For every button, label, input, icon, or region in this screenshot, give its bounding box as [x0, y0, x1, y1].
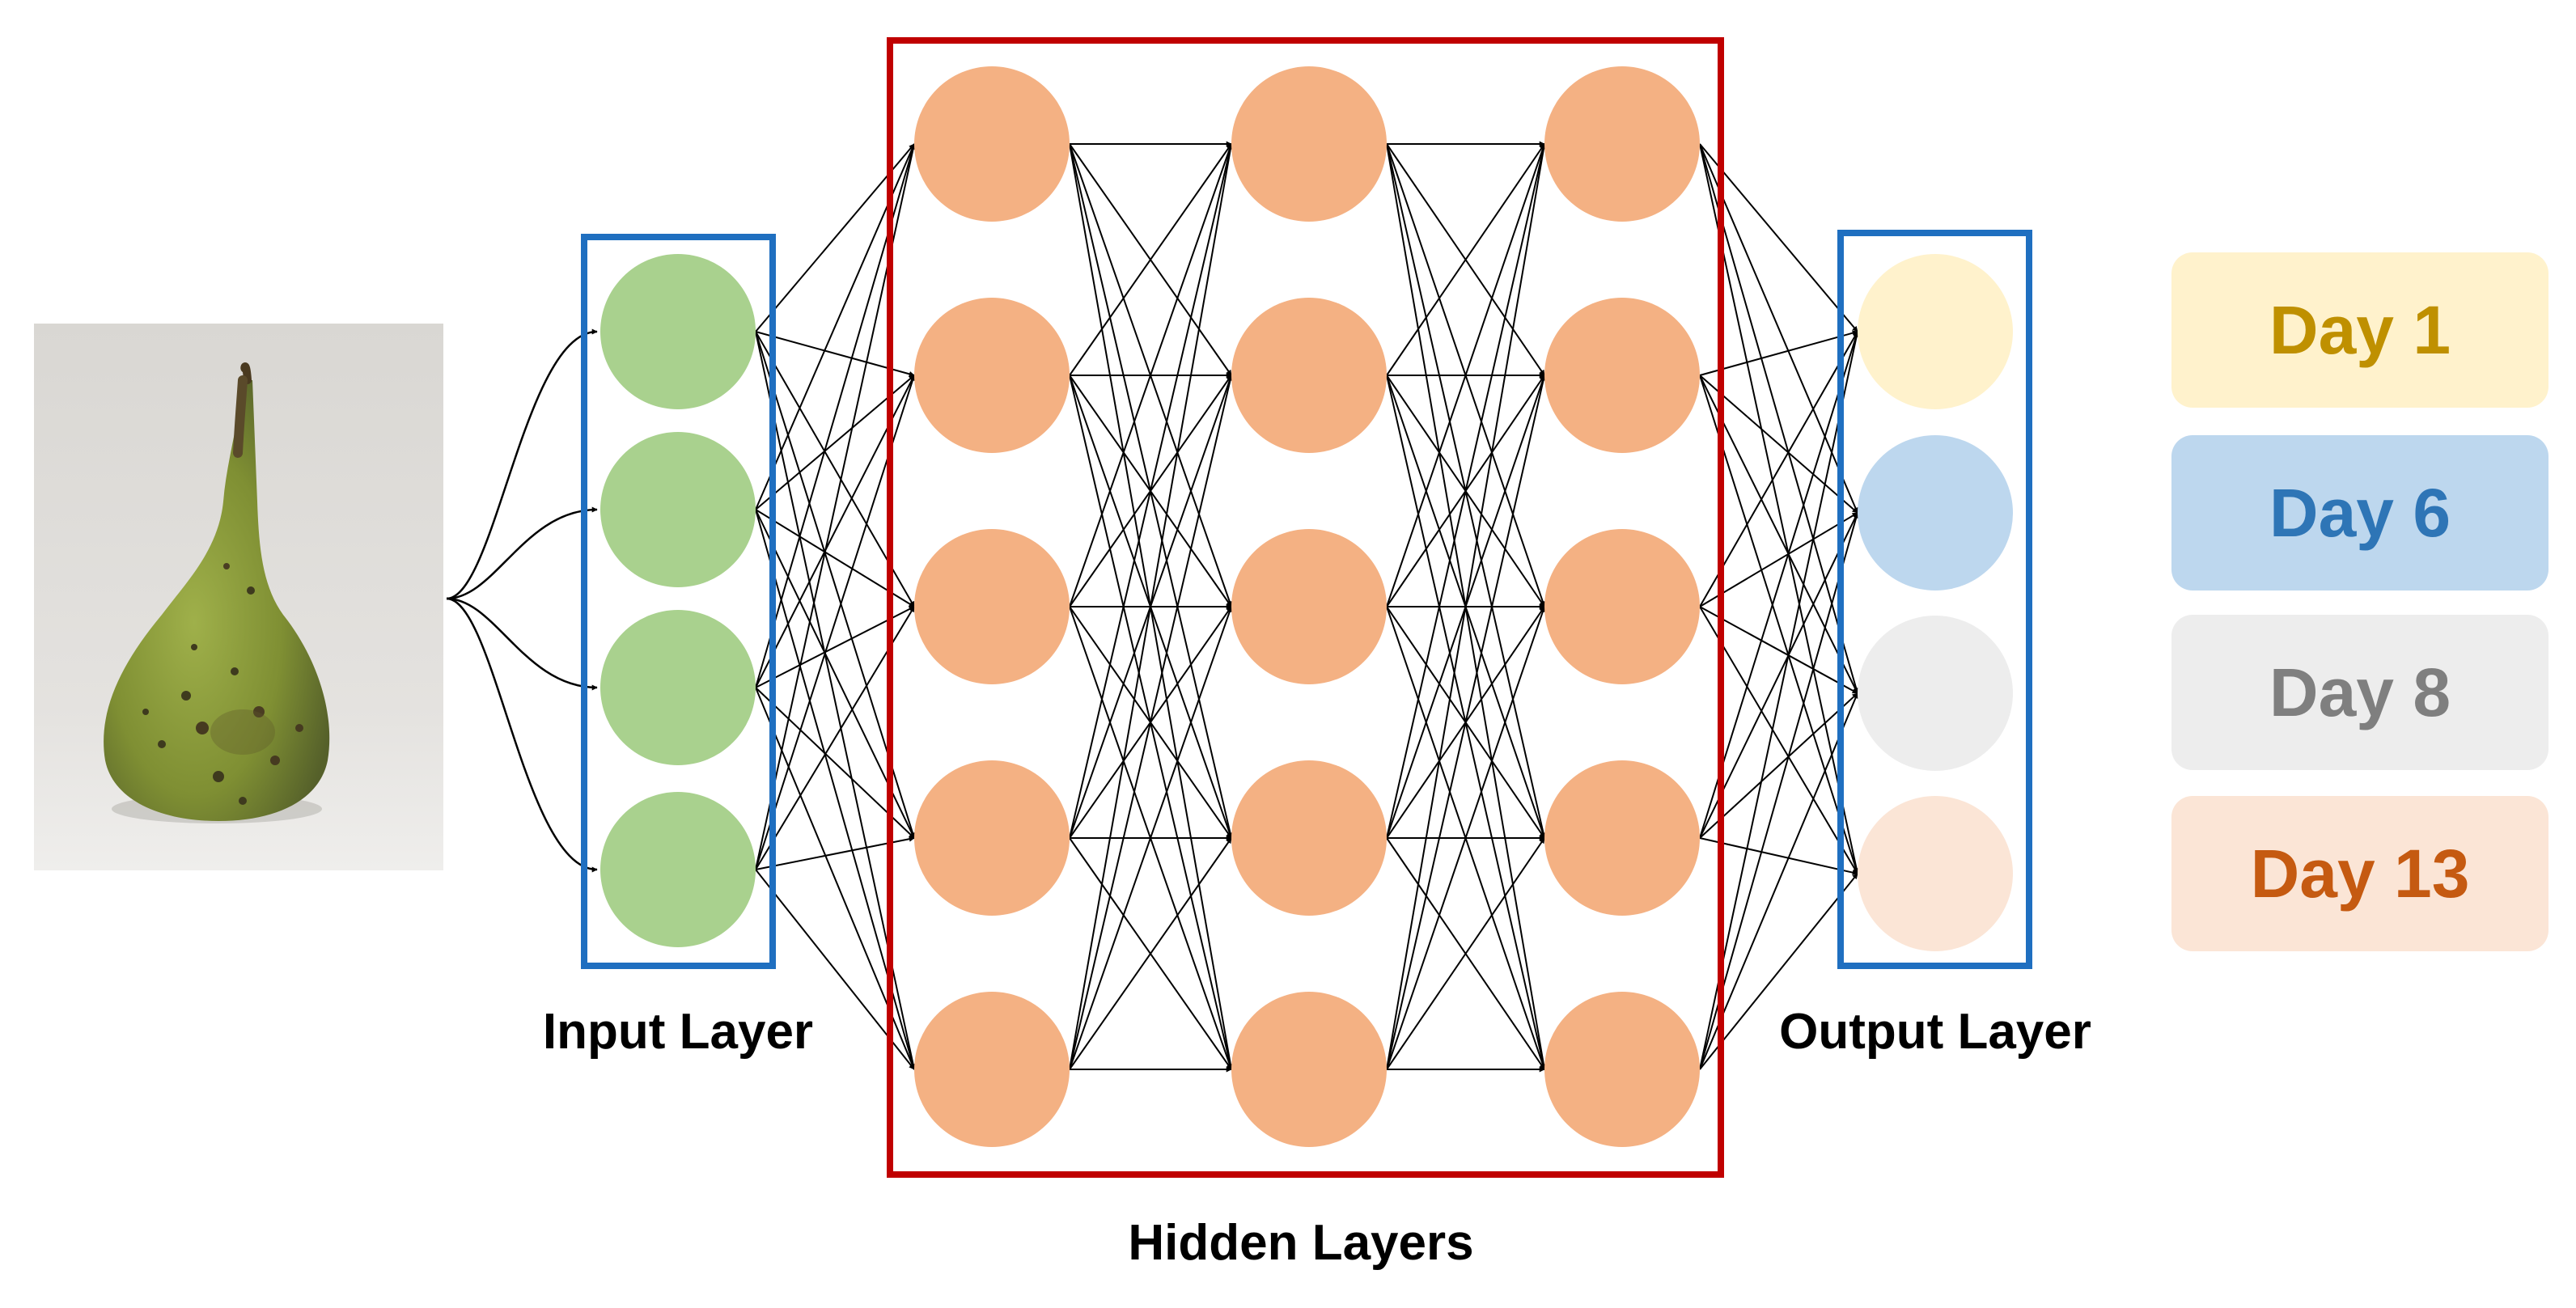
- output-layer-frame: [1837, 230, 2032, 969]
- hidden-to-hidden-edge: [1386, 143, 1547, 839]
- hidden-node: [914, 298, 1070, 453]
- hidden-to-output-edge: [1699, 512, 1858, 839]
- hidden-to-output-edge: [1699, 512, 1859, 1070]
- pear-photo: [34, 324, 443, 870]
- hidden-to-hidden-edge: [1386, 143, 1547, 1070]
- input-node: [600, 432, 756, 587]
- hidden-to-hidden-edge: [1069, 143, 1232, 376]
- hidden-to-hidden-edge: [1386, 143, 1546, 607]
- day-1-box: [2171, 252, 2548, 408]
- hidden-to-output-edge: [1699, 375, 1858, 514]
- pear-icon: [104, 362, 330, 823]
- hidden-layers-frame: [887, 37, 1724, 1178]
- day-13-box: [2171, 796, 2548, 951]
- hidden-to-output-edge: [1699, 375, 1859, 874]
- day-13-label: Day 13: [2251, 836, 2470, 912]
- hidden-to-hidden-edge: [1069, 143, 1233, 607]
- hidden-to-output-edge: [1699, 331, 1858, 607]
- image-to-input-edge: [446, 328, 598, 600]
- hidden-to-hidden-edge: [1069, 143, 1234, 1070]
- hidden-to-output-edge: [1699, 837, 1858, 876]
- output-layer-label: Output Layer: [1779, 1004, 2091, 1060]
- hidden-node: [1231, 992, 1387, 1147]
- hidden-to-hidden-edge: [1386, 375, 1547, 1070]
- hidden-to-output-edge: [1699, 606, 1858, 874]
- hidden-to-hidden-edge: [1069, 375, 1233, 1070]
- network-nodes: [600, 66, 2013, 1147]
- image-to-input-edge: [446, 597, 598, 691]
- hidden-to-output-edge: [1699, 692, 1858, 1070]
- hidden-to-hidden-edge: [1386, 606, 1546, 1070]
- hidden-to-output-edge: [1699, 512, 1858, 607]
- image-to-input-edge: [446, 506, 598, 600]
- hidden-node: [914, 66, 1070, 222]
- class-legend: Day 1 Day 6 Day 8 Day 13: [2171, 252, 2548, 951]
- day-1-label: Day 1: [2269, 292, 2451, 368]
- input-node: [600, 254, 756, 409]
- hidden-layers-label: Hidden Layers: [1128, 1215, 1473, 1271]
- output-node: [1858, 616, 2013, 771]
- output-node: [1858, 435, 2013, 591]
- day-8-label: Day 8: [2269, 654, 2451, 730]
- hidden-to-hidden-edge: [1069, 606, 1233, 1070]
- hidden-to-output-edge: [1699, 873, 1858, 1070]
- hidden-node: [914, 760, 1070, 916]
- hidden-to-output-edge: [1699, 331, 1860, 1070]
- hidden-node: [1231, 760, 1387, 916]
- input-node: [600, 610, 756, 765]
- hidden-node: [1231, 298, 1387, 453]
- hidden-node: [1544, 529, 1700, 684]
- hidden-node: [914, 992, 1070, 1147]
- hidden-to-hidden-edge: [1386, 143, 1545, 376]
- hidden-to-output-edge: [1699, 143, 1860, 874]
- hidden-to-output-edge: [1699, 331, 1859, 839]
- hidden-node: [1544, 298, 1700, 453]
- input-node: [600, 792, 756, 947]
- hidden-to-output-edge: [1699, 143, 1858, 332]
- input-layer-frame: [581, 234, 776, 969]
- hidden-node: [1231, 66, 1387, 222]
- hidden-to-output-edge: [1699, 143, 1859, 694]
- hidden-to-output-edge: [1699, 692, 1858, 839]
- input-layer-label: Input Layer: [543, 1004, 813, 1060]
- hidden-to-output-edge: [1699, 330, 1858, 376]
- output-node: [1858, 796, 2013, 951]
- hidden-node: [1544, 992, 1700, 1147]
- hidden-to-output-edge: [1699, 606, 1858, 694]
- image-to-input-edge: [446, 597, 598, 873]
- hidden-node: [1544, 760, 1700, 916]
- hidden-node: [1231, 529, 1387, 684]
- hidden-to-hidden-edge: [1386, 837, 1545, 1070]
- day-6-label: Day 6: [2269, 475, 2451, 551]
- hidden-node: [1544, 66, 1700, 222]
- output-node: [1858, 254, 2013, 409]
- hidden-to-hidden-edge: [1069, 143, 1233, 839]
- hidden-node: [914, 529, 1070, 684]
- day-8-box: [2171, 615, 2548, 770]
- hidden-to-output-edge: [1699, 375, 1858, 694]
- hidden-to-hidden-edge: [1069, 837, 1232, 1070]
- day-6-box: [2171, 435, 2548, 591]
